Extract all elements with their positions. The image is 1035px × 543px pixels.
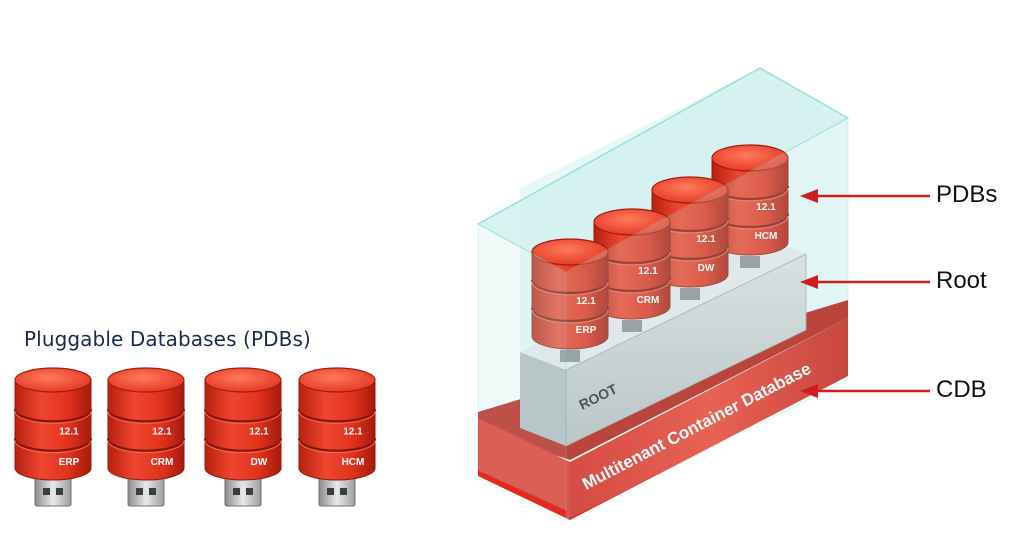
callout-label-pdbs: PDBs: [936, 181, 998, 208]
plug-connector-icon: [560, 350, 580, 362]
database-cylinder-dw: 12.1DW: [650, 176, 730, 288]
usb-connector-icon: [224, 475, 262, 507]
callout-label-root: Root: [936, 267, 987, 294]
cdb-slab-left-face: [478, 418, 570, 520]
database-version-label: 12.1: [249, 427, 269, 438]
database-name-label: ERP: [59, 457, 80, 468]
database-version-label: 12.1: [343, 427, 363, 438]
callout-label-cdb: CDB: [936, 376, 987, 403]
database-name-label: ERP: [576, 325, 597, 336]
glass-front-face: [565, 116, 849, 521]
database-name-label: HCM: [755, 231, 778, 242]
plug-connector-icon: [622, 320, 642, 332]
glass-edge: [477, 67, 761, 225]
database-name-label: CRM: [637, 295, 660, 306]
database-name-label: HCM: [342, 457, 365, 468]
glass-left-face: [477, 222, 567, 511]
database-version-label: 12.1: [756, 202, 776, 213]
callout-arrow-pdbs: [800, 189, 930, 203]
glass-edge: [759, 67, 849, 119]
usb-connector-icon: [34, 475, 72, 507]
cdb-slab-front-face: [570, 318, 848, 520]
container-database-3d: Multitenant Container Database ROOT 12.1…: [476, 67, 930, 521]
callout-arrow-cdb: [800, 384, 930, 398]
database-version-label: 12.1: [152, 427, 172, 438]
usb-connector-icon: [318, 475, 356, 507]
database-version-label: 12.1: [638, 266, 658, 277]
database-name-label: CRM: [151, 457, 174, 468]
plug-connector-icon: [680, 288, 700, 300]
database-version-label: 12.1: [576, 296, 596, 307]
database-cylinder-dw: 12.1DW: [203, 367, 283, 507]
root-block-left-face: [520, 352, 566, 446]
plug-connector-icon: [740, 256, 760, 268]
root-block-front-face: [565, 253, 807, 447]
pdb-section-title: Pluggable Databases (PDBs): [24, 327, 311, 351]
database-name-label: DW: [698, 263, 715, 274]
database-version-label: 12.1: [696, 234, 716, 245]
database-version-label: 12.1: [59, 427, 79, 438]
database-name-label: DW: [251, 457, 268, 468]
callout-arrow-root: [800, 275, 930, 289]
